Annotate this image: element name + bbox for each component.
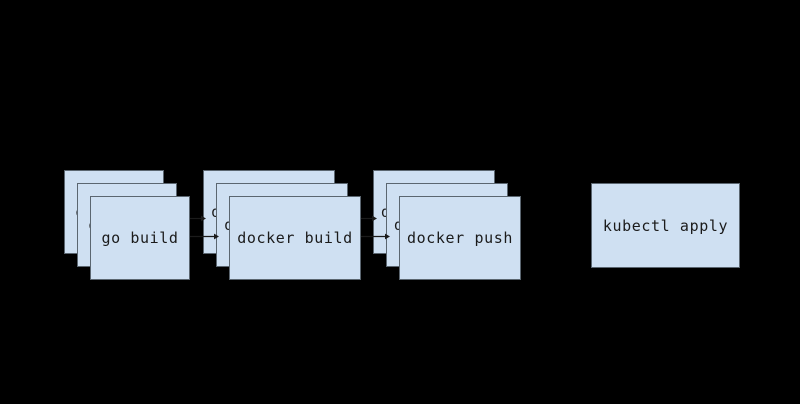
- kubectl-apply-label: kubectl apply: [602, 216, 729, 235]
- go-build-label: go build: [101, 229, 179, 247]
- edge-go-to-docker-build-upper-arrow-icon: [190, 214, 206, 223]
- docker-build-label: docker build: [237, 229, 353, 247]
- edge-go-to-docker-build-lower-arrow-icon: [190, 232, 219, 241]
- docker-push-label: docker push: [407, 229, 513, 247]
- node-kubectl-apply[interactable]: kubectl apply: [591, 183, 740, 268]
- edge-docker-build-to-push-upper-arrow-icon: [361, 214, 377, 223]
- node-docker-push[interactable]: docker push docker push docker push: [373, 170, 521, 280]
- node-docker-build[interactable]: docker build docker build docker build: [203, 170, 361, 280]
- docker-build-card-front[interactable]: docker build: [229, 196, 361, 280]
- docker-push-card-front[interactable]: docker push: [399, 196, 521, 280]
- go-build-card-front[interactable]: go build: [90, 196, 190, 280]
- node-go-build[interactable]: go build go build go build: [64, 170, 190, 280]
- edge-docker-build-to-push-lower-arrow-icon: [361, 232, 390, 241]
